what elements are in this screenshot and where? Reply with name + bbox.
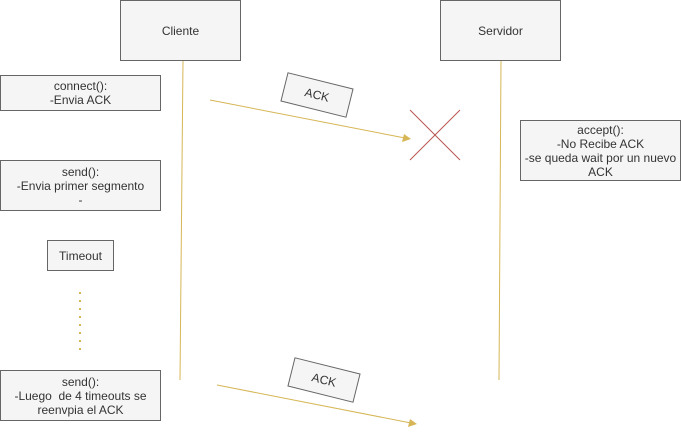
connect-note: connect(): -Envia ACK [0,75,161,111]
connect-note-line-2: -Envia ACK [49,93,112,107]
send-retry-note: send(): -Luego de 4 timeouts se reenvpia… [0,370,161,421]
connect-note-line-1: connect(): [53,79,108,93]
send-retry-note-line-2: -Luego de 4 timeouts se [14,388,147,403]
ack-second-arrowhead [408,419,417,427]
send-first-note: send(): -Envia primer segmento - [0,160,161,211]
accept-note: accept(): -No Recibe ACK -se queda wait … [520,120,681,181]
client-participant-label: Cliente [161,23,200,38]
lost-message-cross-icon [409,109,461,161]
server-participant-label: Servidor [478,23,523,38]
ack-second-arrow [216,384,412,424]
client-participant: Cliente [120,0,241,61]
timeout-note-label: Timeout [59,248,102,263]
server-lifeline [498,59,502,381]
ack-first-arrowhead [402,134,411,142]
send-first-note-line-1: send(): [61,164,100,179]
ack-first-label-text: ACK [303,85,331,105]
server-participant: Servidor [440,0,561,61]
accept-note-line-3: -se queda wait por un nuevo [524,150,677,165]
accept-note-line-1: accept(): [577,122,624,137]
send-first-note-line-3: - [78,192,83,207]
timeout-note: Timeout [47,240,114,271]
accept-note-line-4: ACK [588,164,613,179]
send-retry-note-line-1: send(): [61,374,100,389]
client-lifeline [179,59,184,381]
ack-first-arrow [209,99,406,139]
send-retry-note-line-3: reenvpia el ACK [37,402,124,417]
send-first-note-line-2: -Envia primer segmento [16,178,145,193]
ack-second-label-text: ACK [310,370,338,390]
accept-note-line-2: -No Recibe ACK [556,136,645,151]
